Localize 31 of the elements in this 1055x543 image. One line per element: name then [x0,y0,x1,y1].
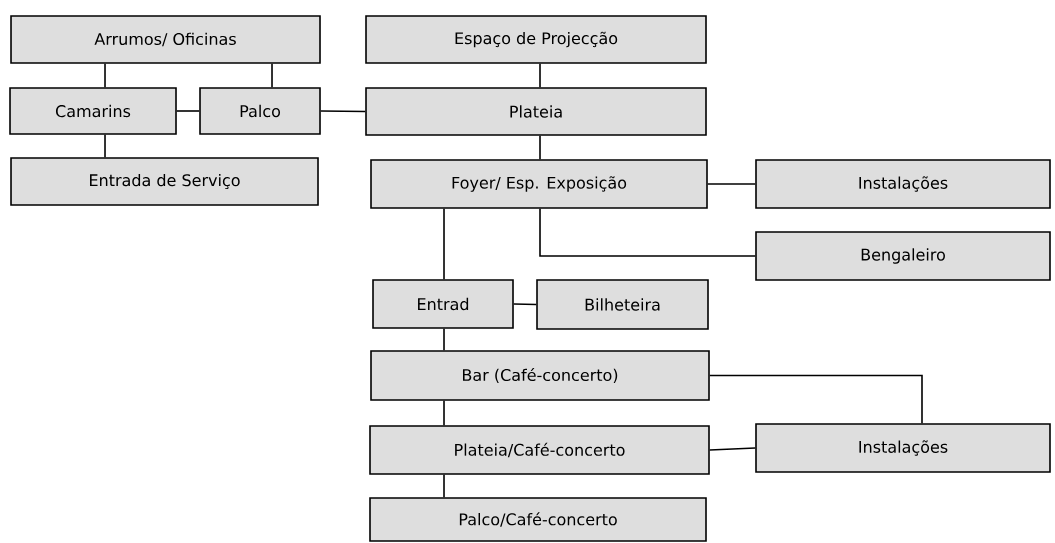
room-box: Instalações [755,159,1051,209]
connector-line [271,63,273,88]
connector-line [707,183,756,185]
connector-line [513,303,537,306]
room-box: Palco/Café-concerto [369,497,707,542]
room-box: Palco [199,87,321,135]
connector-line [443,474,445,498]
connector-line [320,110,366,113]
connector-line [539,208,756,257]
connector-line [443,400,445,426]
room-box: Instalações [755,423,1051,473]
room-box: Entrad [372,279,514,329]
room-box: Plateia [365,87,707,136]
connector-line [539,135,541,160]
room-box: Entrada de Serviço [10,157,319,206]
connector-line [539,63,541,88]
room-box: Camarins [9,87,177,135]
connector-line [104,63,106,88]
room-box: Bar (Café-concerto) [370,350,710,401]
room-box: Espaço de Projecção [365,15,707,64]
room-box: Plateia/Café-concerto [369,425,710,475]
connector-line [104,134,106,158]
connector-line [709,447,756,451]
room-box: Arrumos/ Oficinas [10,15,321,64]
room-box: Foyer/ Esp. Exposição [370,159,708,209]
room-box: Bilheteira [536,279,709,330]
connector-line [176,110,200,112]
connector-line [443,208,445,280]
connector-line [443,328,445,351]
connector-line [709,374,923,424]
room-box: Bengaleiro [755,231,1051,281]
